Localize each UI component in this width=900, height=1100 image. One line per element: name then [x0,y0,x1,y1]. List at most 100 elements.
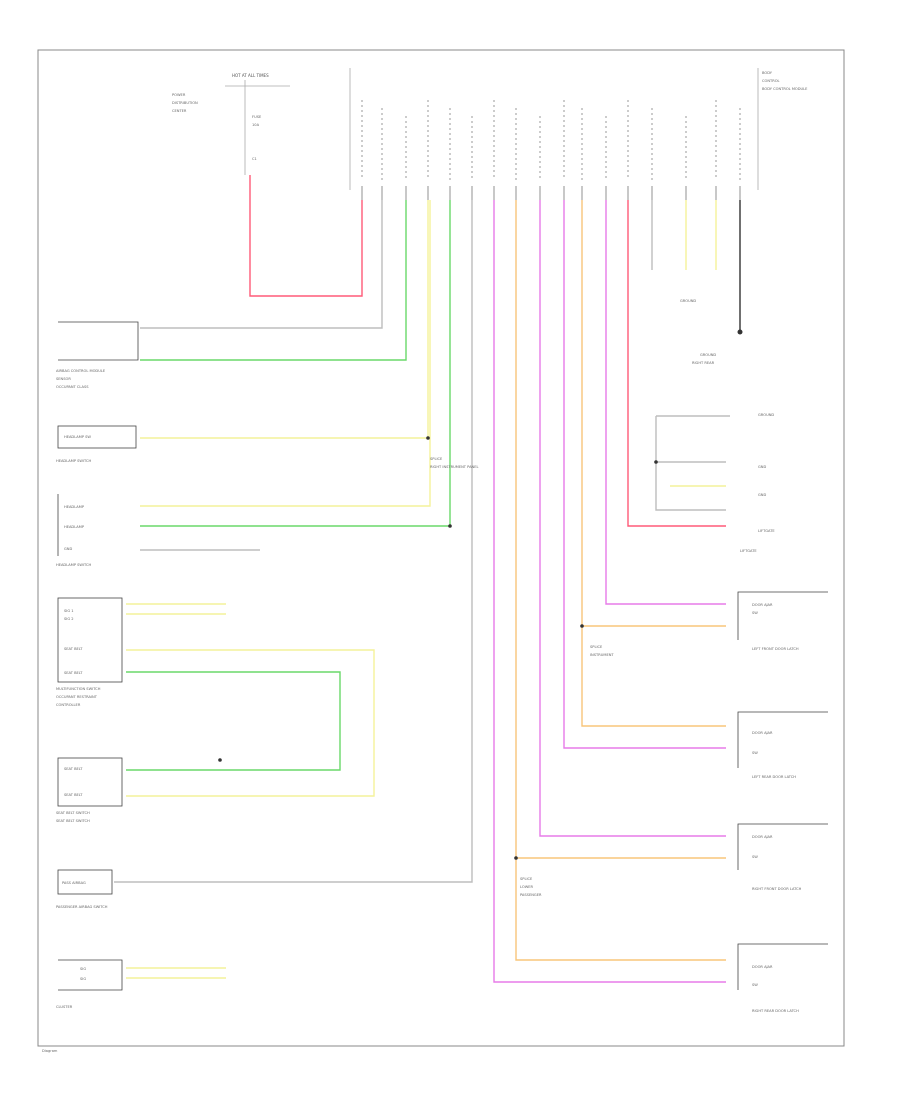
svg-text:POWER: POWER [172,93,186,97]
svg-text:SPLICE: SPLICE [520,877,533,881]
wire-red-liftgate [627,200,726,527]
svg-text:SPLICE: SPLICE [590,645,603,649]
svg-text:SEAT BELT: SEAT BELT [64,793,83,797]
svg-text:LIFTGATE: LIFTGATE [758,529,775,533]
svg-text:GND: GND [64,547,72,551]
wire-black-airbag [140,200,383,329]
svg-text:CONTROLLER: CONTROLLER [56,703,81,707]
splice-dot [580,624,584,628]
svg-text:DOOR AJAR: DOOR AJAR [752,603,773,607]
ground-label-2: GROUND [680,299,696,303]
connector-header [361,100,741,200]
svg-text:RIGHT INSTRUMENT PANEL: RIGHT INSTRUMENT PANEL [430,465,479,469]
ground-label-1: GROUND [700,353,716,357]
svg-text:PASS AIRBAG: PASS AIRBAG [62,881,86,885]
wire-orange-rr [515,200,726,961]
wire-violet-lf [605,200,726,605]
wire-violet-lr [563,200,726,749]
seat-belt-box [57,757,123,807]
gauges-label-2: PASSENGER AIRBAG SWITCH [56,905,108,909]
svg-text:FUSE: FUSE [252,115,262,119]
splice-dot [448,524,452,528]
diagram-frame [37,49,845,1047]
seat-belt-label: SEAT BELT SWITCH [56,811,90,815]
svg-text:OCCUPANT RESTRAINT: OCCUPANT RESTRAINT [56,695,98,699]
svg-text:GND: GND [758,465,766,469]
svg-text:SENSOR: SENSOR [56,377,71,381]
svg-text:CENTER: CENTER [172,109,187,113]
svg-text:DOOR AJAR: DOOR AJAR [752,731,773,735]
wire-black-lift1 [655,416,726,511]
wire-orange-lr [581,200,726,727]
airbag-module-box [58,321,139,361]
svg-text:SW: SW [752,983,758,987]
svg-text:DOOR AJAR: DOOR AJAR [752,965,773,969]
door-rr-box [737,943,828,990]
splice-dot [218,758,222,762]
svg-text:SEAT BELT: SEAT BELT [64,767,83,771]
svg-text:SIG: SIG [80,967,86,971]
multifunction-switch-label: MULTIFUNCTION SWITCH [56,687,101,691]
svg-text:DOOR AJAR: DOOR AJAR [752,835,773,839]
svg-text:SW: SW [752,751,758,755]
svg-text:HEADLAMP: HEADLAMP [64,505,85,509]
svg-text:HEADLAMP: HEADLAMP [64,525,85,529]
svg-text:SEAT BELT: SEAT BELT [64,647,83,651]
fuse-block: HOT AT ALL TIMES POWER DISTRIBUTION CENT… [172,73,290,175]
door-rr-label: RIGHT REAR DOOR LATCH [752,1009,799,1013]
svg-text:SPLICE: SPLICE [430,457,443,461]
svg-text:C1: C1 [252,157,257,161]
splice-dot [514,856,518,860]
figure-label: Diagram [42,1049,58,1053]
door-lr-box [737,711,828,768]
wire-yellow-dimmer [140,200,429,439]
wire-green-seatbelt [126,671,341,771]
seat-belt-label-2: SEAT BELT SWITCH [56,819,90,823]
cluster-box [58,959,123,991]
wire-green-airbag [140,200,407,361]
wire-yellow-seatbelt [126,649,375,797]
svg-text:10A: 10A [252,123,260,127]
door-lr-label: LEFT REAR DOOR LATCH [752,775,796,779]
wires [114,175,743,983]
door-rf-box [737,823,828,870]
wire-gray-passenger [114,200,473,883]
splice-dot [426,436,430,440]
svg-text:SEAT BELT: SEAT BELT [64,671,83,675]
svg-text:BODY: BODY [762,71,773,75]
door-lf-box [737,591,828,640]
wire-green-headlamp [140,200,451,527]
wire-violet-rf [539,200,726,837]
svg-text:LOWER: LOWER [520,885,534,889]
svg-text:OCCUPANT CLASS: OCCUPANT CLASS [56,385,89,389]
svg-text:DISTRIBUTION: DISTRIBUTION [172,101,198,105]
passenger-airbag-box [57,869,113,895]
svg-text:SW: SW [752,855,758,859]
headlamp-switch-2-label: HEADLAMP SWITCH [56,563,92,567]
multifunction-switch-box [57,597,123,683]
liftgate-label: LIFTGATE [740,549,757,553]
svg-text:SW: SW [752,611,758,615]
splice-dot [654,460,658,464]
door-rf-label: RIGHT FRONT DOOR LATCH [752,887,802,891]
wire-yellow-headlamp [140,200,431,507]
svg-text:PASSENGER: PASSENGER [520,893,542,897]
svg-text:SIG 1: SIG 1 [64,609,74,613]
svg-text:GROUND: GROUND [758,413,774,417]
dimmer-switch-box [57,425,137,449]
svg-text:HEADLAMP SW: HEADLAMP SW [64,435,91,439]
svg-text:INSTRUMENT: INSTRUMENT [590,653,614,657]
svg-text:RIGHT REAR: RIGHT REAR [692,361,715,365]
door-lf-label: LEFT FRONT DOOR LATCH [752,647,799,651]
cluster-label: CLUSTER [56,1005,73,1009]
fuse-header-label: HOT AT ALL TIMES [232,73,269,78]
wire-red-fuse [249,175,363,297]
svg-text:CONTROL: CONTROL [762,79,780,83]
junction-block-label: BODY CONTROL MODULE [762,87,808,91]
svg-text:SIG 2: SIG 2 [64,617,74,621]
svg-text:GND: GND [758,493,766,497]
component-boxes: AIRBAG CONTROL MODULE SENSOR OCCUPANT CL… [42,71,828,1053]
headlamp-switch-label: HEADLAMP SWITCH [56,459,92,463]
svg-text:SIG: SIG [80,977,86,981]
